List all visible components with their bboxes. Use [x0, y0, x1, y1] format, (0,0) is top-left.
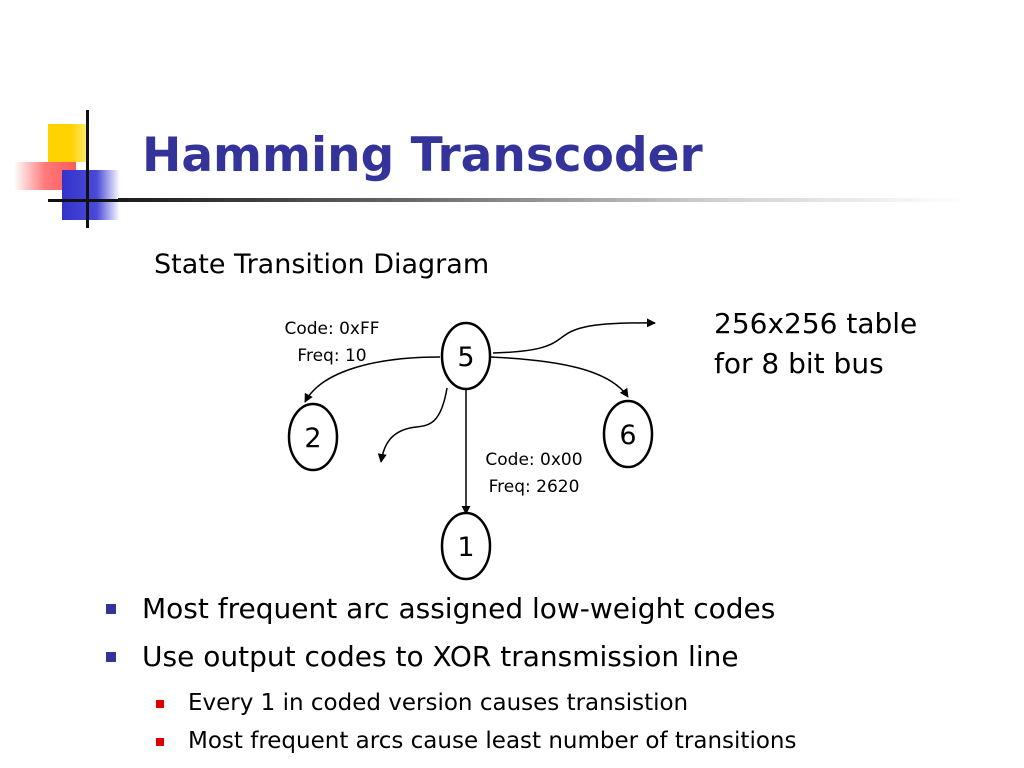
- state-node-6: 6: [602, 399, 654, 469]
- state-node-5-circle: [440, 321, 492, 391]
- edge-5-to-table: [492, 318, 656, 354]
- state-node-5-label: 5: [457, 342, 474, 373]
- state-node-5: 5: [440, 321, 492, 391]
- edge-5-to-1-freq-label: Freq: 2620: [489, 477, 580, 497]
- bullet-item: Use output codes to XOR transmission lin…: [102, 638, 1002, 686]
- bullet-item: Most frequent arc assigned low-weight co…: [102, 590, 1002, 638]
- edge-5-to-2: [304, 356, 441, 403]
- edge-5-to-1-code-label: Code: 0x00: [485, 450, 582, 470]
- sub-bullet-text: Every 1 in coded version causes transist…: [188, 690, 689, 716]
- edge-5-to-2-freq-label: Freq: 10: [297, 346, 366, 366]
- state-node-1: 1: [440, 511, 492, 581]
- state-node-6-circle: [602, 399, 654, 469]
- sub-bullet-square-icon: [156, 700, 164, 708]
- sub-bullet-item: Every 1 in coded version causes transist…: [102, 686, 1002, 724]
- slide-title: Hamming Transcoder: [142, 128, 703, 183]
- state-node-2-label: 2: [304, 423, 321, 454]
- table-note-line-2: for 8 bit bus: [714, 347, 884, 380]
- bullet-text: Use output codes to XOR transmission lin…: [142, 640, 739, 673]
- state-node-1-circle: [440, 511, 492, 581]
- diagram-subtitle: State Transition Diagram: [154, 249, 490, 280]
- logo-yellow-square: [48, 124, 86, 162]
- table-note-line-1: 256x256 table: [714, 307, 918, 340]
- sub-bullet-text: Most frequent arcs cause least number of…: [188, 728, 797, 754]
- bullet-square-icon: [106, 652, 116, 662]
- bullet-square-icon: [106, 604, 116, 614]
- table-note: 256x256 table for 8 bit bus: [714, 304, 917, 384]
- sub-bullet-square-icon: [156, 738, 164, 746]
- logo-vertical-line: [86, 110, 89, 228]
- slide-logo: [0, 100, 150, 240]
- logo-horizontal-line: [48, 199, 138, 202]
- edge-5-to-6: [489, 356, 629, 398]
- edge-5-to-2-code-label: Code: 0xFF: [284, 319, 379, 339]
- bullet-text: Most frequent arc assigned low-weight co…: [142, 592, 776, 625]
- title-underline: [118, 198, 968, 202]
- state-node-1-label: 1: [457, 532, 474, 563]
- sub-bullet-item: Most frequent arcs cause least number of…: [102, 724, 1002, 762]
- edge-5-to-other-states: [377, 387, 448, 463]
- state-node-6-label: 6: [619, 420, 636, 451]
- logo-blue-square: [62, 170, 120, 220]
- state-node-2-circle: [287, 402, 339, 472]
- bullet-list: Most frequent arc assigned low-weight co…: [102, 590, 1002, 762]
- state-node-2: 2: [287, 402, 339, 472]
